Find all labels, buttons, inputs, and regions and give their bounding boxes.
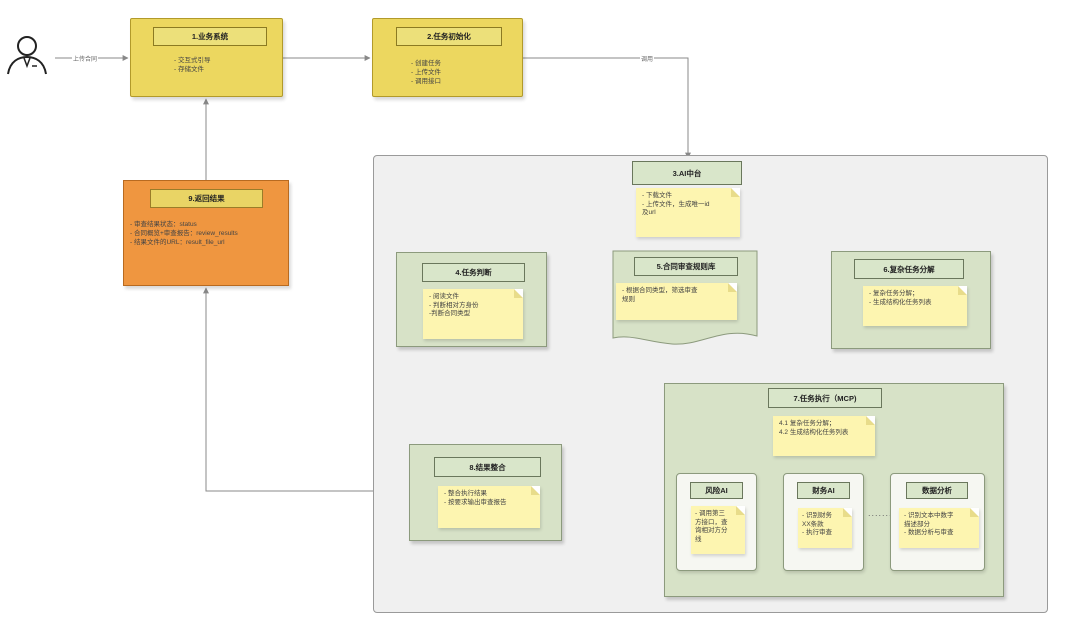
note-line: XX条款 [802, 520, 824, 528]
block-line: - 创建任务 [411, 60, 441, 67]
note-line: -判断合同类型 [429, 310, 471, 317]
note-task-execution: 4.1 复杂任务分解； 4.2 生成结构化任务列表 [773, 416, 875, 456]
block-line: - 审查结果状态：status [130, 221, 197, 228]
note-line: - 复杂任务分解； [869, 290, 919, 297]
block-line: - 交互式引导 [174, 57, 211, 64]
block-title: 8.结果整合 [434, 457, 541, 477]
block-title: 1.业务系统 [153, 27, 267, 46]
note-line: - 按要求输出审查报告 [444, 498, 507, 506]
note-line: 方接口，查 [695, 518, 728, 526]
note-line: 4.1 复杂任务分解； [779, 420, 836, 427]
note-task-judgement: - 阅读文件 - 判断相对方身份 -判断合同类型 [423, 289, 523, 339]
block-title: 7.任务执行（MCP) [768, 388, 882, 408]
note-line: - 生成结构化任务列表 [869, 298, 932, 306]
note-result-integration: - 整合执行结果 - 按要求输出审查报告 [438, 486, 540, 528]
note-line: - 数据分析与审查 [904, 529, 954, 536]
note-line: - 识别文本中数字 [904, 512, 954, 519]
block-line: - 调用接口 [411, 78, 441, 85]
agent-title: 风险AI [690, 482, 743, 499]
agent-title: 数据分析 [906, 482, 968, 499]
note-agent: - 识别文本中数字 描述部分 - 数据分析与审查 [899, 508, 979, 548]
note-line: - 整合执行结果 [444, 490, 487, 497]
block-result-integration: 8.结果整合 - 整合执行结果 - 按要求输出审查报告 [409, 444, 562, 541]
note-agent: - 识别财务 XX条款 - 执行审查 [798, 508, 852, 548]
block-title: 2.任务初始化 [396, 27, 502, 46]
ellipsis: ......... [868, 508, 900, 518]
note-agent: - 调用第三 方接口，查 询相对方分 线 [691, 506, 745, 554]
note-line: 规则 [622, 295, 635, 303]
note-line: - 调用第三 [695, 510, 725, 517]
note-ai-platform: - 下载文件 - 上传文件，生成唯一id 及url [636, 188, 740, 237]
edge-b2-to-b3 [523, 57, 691, 159]
note-line: 询相对方分 [695, 527, 728, 534]
block-return-result: 9.返回结果 - 审查结果状态：status - 合同概览+审查报告：revie… [123, 180, 289, 286]
note-rule-library: - 根据合同类型，筛选审查 规则 [616, 283, 737, 320]
note-line: - 阅读文件 [429, 293, 459, 300]
block-line: - 合同概览+审查报告：review_results [130, 230, 238, 237]
block-task-init: 2.任务初始化 - 创建任务 - 上传文件 - 调用接口 [372, 18, 523, 97]
block-line: - 结果文件的URL：result_file_url [130, 239, 225, 246]
block-line: - 上传文件 [411, 69, 441, 76]
block-title: 9.返回结果 [150, 189, 263, 208]
note-line: - 执行审查 [802, 529, 832, 536]
note-line: - 根据合同类型，筛选审查 [622, 287, 698, 294]
note-task-decompose: - 复杂任务分解； - 生成结构化任务列表 [863, 286, 967, 326]
agent-title: 财务AI [797, 482, 850, 499]
block-line: - 存储文件 [174, 66, 204, 73]
block-task-judgement: 4.任务判断 - 阅读文件 - 判断相对方身份 -判断合同类型 [396, 252, 547, 347]
block-title: 6.复杂任务分解 [854, 259, 964, 279]
note-line: - 下载文件 [642, 192, 672, 199]
block-ai-platform-title: 3.AI中台 [632, 161, 742, 185]
block-task-execution: 7.任务执行（MCP) 4.1 复杂任务分解； 4.2 生成结构化任务列表 风险… [664, 383, 1004, 597]
note-line: - 识别财务 [802, 512, 832, 519]
user-icon [5, 34, 49, 78]
edge-label-call: 调用 [640, 54, 655, 63]
note-line: - 上传文件，生成唯一id [642, 200, 710, 208]
note-line: 线 [695, 535, 702, 543]
note-line: 及url [642, 209, 656, 216]
edge-label-upload-contract: 上传合同 [72, 54, 99, 63]
block-rule-library-title: 5.合同审查规则库 [634, 257, 738, 276]
block-business-system: 1.业务系统 - 交互式引导 - 存储文件 [130, 18, 283, 97]
block-task-decompose: 6.复杂任务分解 - 复杂任务分解； - 生成结构化任务列表 [831, 251, 991, 349]
agent-data-analysis: 数据分析 - 识别文本中数字 描述部分 - 数据分析与审查 [890, 473, 985, 571]
agent-finance-ai: 财务AI - 识别财务 XX条款 - 执行审查 [783, 473, 864, 571]
note-line: - 判断相对方身份 [429, 301, 479, 309]
note-line: 4.2 生成结构化任务列表 [779, 428, 849, 436]
agent-risk-ai: 风险AI - 调用第三 方接口，查 询相对方分 线 [676, 473, 757, 571]
note-line: 描述部分 [904, 520, 930, 528]
block-title: 4.任务判断 [422, 263, 525, 282]
